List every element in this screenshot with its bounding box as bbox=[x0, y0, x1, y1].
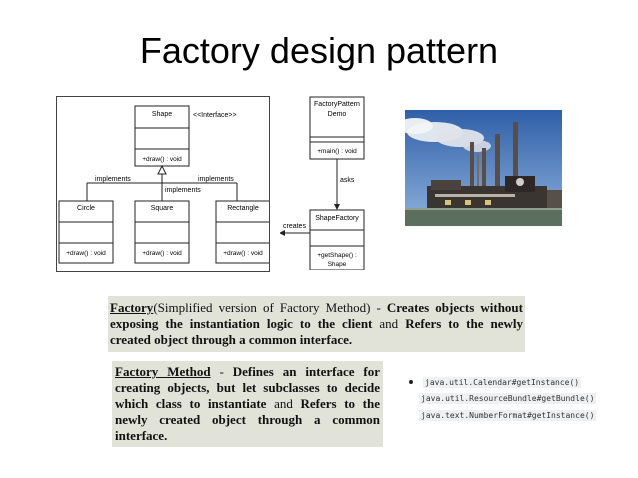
shapefactory-class: ShapeFactory +getShape() : Shape bbox=[309, 209, 365, 270]
factory-photo bbox=[405, 110, 562, 226]
factory-paren: (Simplified version of Factory Method) - bbox=[153, 300, 387, 315]
factory-method-bold1: Defines an interface for creating object… bbox=[115, 364, 380, 411]
circle-class: Circle +draw() : void bbox=[58, 200, 114, 264]
demo-class-name-line2: Demo bbox=[328, 111, 347, 118]
shapefactory-class-name: ShapeFactory bbox=[315, 215, 359, 222]
shape-method: +draw() : void bbox=[142, 156, 182, 163]
creates-arrowhead bbox=[280, 230, 285, 236]
factory-bold1: Creates objects without exposing the ins… bbox=[110, 300, 523, 331]
inheritance-arrowhead bbox=[157, 164, 167, 175]
rectangle-class-name: Rectangle bbox=[227, 205, 259, 212]
factory-buildings-icon bbox=[427, 176, 562, 208]
uml-class-diagram: Shape +draw() : void <<Interface>> imple… bbox=[56, 96, 270, 272]
shape-interface-class: Shape +draw() : void bbox=[134, 105, 190, 167]
rectangle-method: +draw() : void bbox=[223, 250, 263, 257]
factory-method-description-box: Factory Method - Defines an interface fo… bbox=[112, 361, 383, 447]
implements-label-left: implements bbox=[95, 176, 131, 183]
factory-method-dash: - bbox=[210, 364, 233, 379]
factory-description-box: Factory(Simplified version of Factory Me… bbox=[108, 296, 525, 352]
example-code: java.text.NumberFormat#getInstance() bbox=[419, 409, 597, 421]
factory-term: Factory bbox=[110, 300, 154, 315]
shapefactory-method-line1: +getShape() : bbox=[317, 252, 357, 259]
square-class: Square +draw() : void bbox=[134, 200, 190, 264]
interface-stereotype: <<Interface>> bbox=[193, 112, 237, 119]
factory-uml-svg: FactoryPattern Demo +main() : void asks … bbox=[280, 96, 365, 270]
asks-label: asks bbox=[340, 177, 355, 184]
list-item: java.util.Calendar#getInstance() bbox=[406, 374, 596, 390]
shapefactory-method-line2: Shape bbox=[328, 261, 347, 268]
uml-diagram-svg: Shape +draw() : void <<Interface>> imple… bbox=[58, 105, 269, 264]
slide-title: Factory design pattern bbox=[139, 30, 499, 71]
demo-method: +main() : void bbox=[317, 148, 357, 155]
demo-class-name-line1: FactoryPattern bbox=[314, 101, 360, 108]
factory-method-term: Factory Method bbox=[115, 364, 211, 379]
circle-method: +draw() : void bbox=[66, 250, 106, 257]
asks-arrowhead bbox=[334, 204, 340, 210]
factory-method-and: and bbox=[266, 396, 301, 411]
example-code: java.util.ResourceBundle#getBundle() bbox=[419, 393, 597, 404]
factory-and: and bbox=[372, 316, 406, 331]
bullet-icon bbox=[409, 380, 413, 384]
factory-method-bold2: Refers to the newly created object throu… bbox=[115, 396, 380, 443]
chimneys-icon bbox=[470, 122, 518, 192]
water-icon bbox=[405, 208, 562, 226]
demo-class: FactoryPattern Demo +main() : void bbox=[309, 96, 365, 160]
factory-uml-diagram: FactoryPattern Demo +main() : void asks … bbox=[280, 96, 370, 270]
examples-list: java.util.Calendar#getInstance() java.ut… bbox=[406, 374, 597, 424]
factory-photo-svg bbox=[405, 110, 562, 226]
list-item: java.text.NumberFormat#getInstance() bbox=[406, 407, 597, 423]
implements-label-right: implements bbox=[198, 176, 234, 183]
creates-label: creates bbox=[283, 223, 306, 230]
factory-bold2: Refers to the newly created object throu… bbox=[110, 316, 523, 347]
list-item: java.util.ResourceBundle#getBundle() bbox=[406, 391, 597, 407]
shape-class-name: Shape bbox=[152, 111, 172, 118]
circle-class-name: Circle bbox=[77, 205, 95, 212]
implements-label-mid: implements bbox=[165, 187, 201, 194]
example-code: java.util.Calendar#getInstance() bbox=[423, 376, 582, 388]
rectangle-class: Rectangle +draw() : void bbox=[215, 200, 269, 264]
square-method: +draw() : void bbox=[142, 250, 182, 257]
square-class-name: Square bbox=[151, 205, 174, 212]
